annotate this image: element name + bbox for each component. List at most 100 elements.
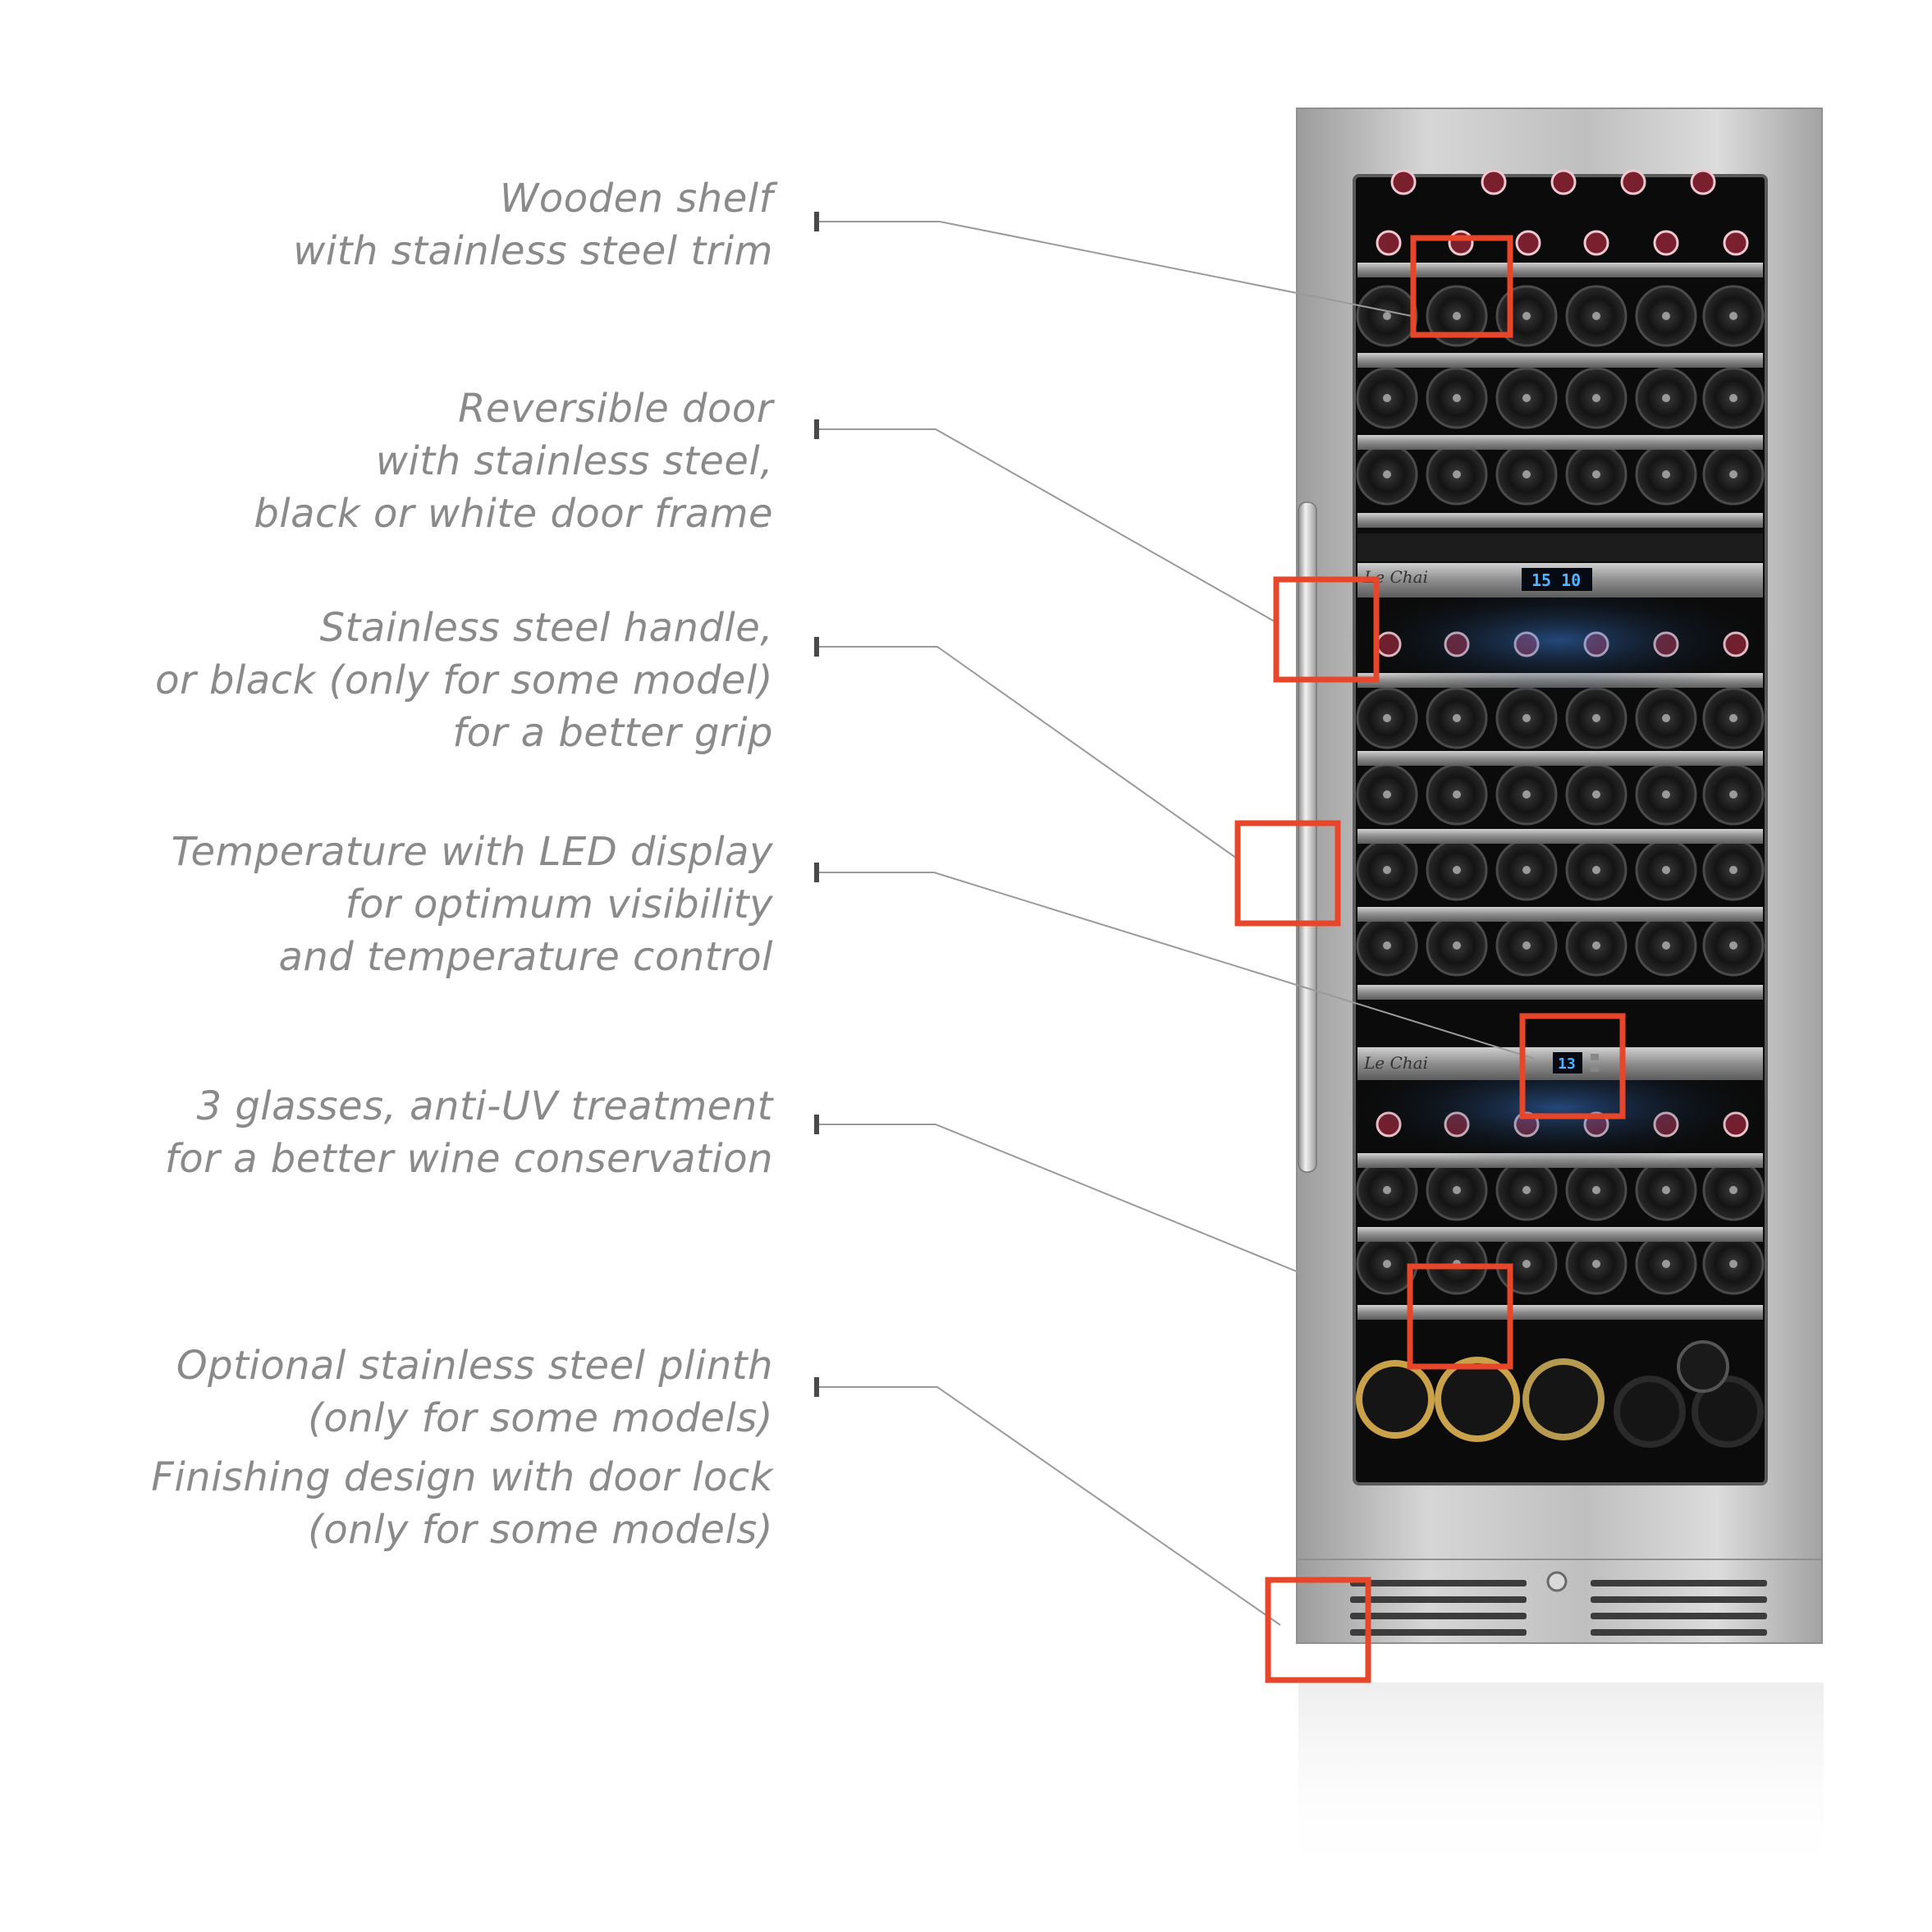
bottle-capsule <box>1690 169 1716 195</box>
bottle-punt <box>1729 394 1737 402</box>
upper-led-display: 15 10 <box>1531 570 1581 590</box>
bottle-punt <box>1729 790 1737 799</box>
bottle-punt <box>1729 470 1737 478</box>
bottle-punt <box>1662 394 1670 402</box>
highlight-box <box>1234 820 1341 927</box>
bottle-capsule <box>1583 230 1609 256</box>
large-bottle <box>1614 1376 1686 1448</box>
label-reversible-door: Reversible door with stainless steel, bl… <box>254 386 773 537</box>
bottle-punt <box>1522 866 1531 874</box>
bottle-punt <box>1522 1186 1531 1194</box>
leader-tick <box>814 1115 819 1134</box>
bottle-punt <box>1383 312 1391 320</box>
bottle-punt <box>1383 714 1391 722</box>
bottle-capsule <box>1448 230 1474 256</box>
vent-slot <box>1350 1613 1527 1619</box>
bottle-punt <box>1662 790 1670 799</box>
large-bottle <box>1692 1376 1764 1448</box>
floor-reflection <box>1298 1682 1824 1879</box>
bottle-punt <box>1383 1186 1391 1194</box>
brand-label-lower: Le Chai <box>1363 1053 1428 1073</box>
bottle-punt <box>1592 790 1600 799</box>
bottle-capsule <box>1481 169 1507 195</box>
bottle-capsule <box>1550 169 1577 195</box>
label-handle: Stainless steel handle, or black (only f… <box>155 605 773 756</box>
plinth <box>1296 1559 1823 1644</box>
label-wooden-shelf: Wooden shelf with stainless steel trim <box>293 176 773 274</box>
large-bottle <box>1435 1357 1520 1442</box>
leader-line <box>819 1124 1299 1273</box>
bottle-punt <box>1453 941 1461 950</box>
bottle-punt <box>1522 941 1531 950</box>
leader-lines <box>814 212 1536 1626</box>
leader-line <box>819 428 1280 625</box>
bottle-punt <box>1729 941 1737 950</box>
standing-bottle <box>1677 1340 1729 1393</box>
bottle-punt <box>1453 312 1461 320</box>
leader-line <box>819 872 1536 1060</box>
bottle-punt <box>1592 714 1600 722</box>
highlight-box <box>1273 576 1380 683</box>
leader-tick <box>814 863 819 882</box>
leader-line <box>819 221 1412 317</box>
shelf-trim <box>1357 985 1763 1000</box>
bottle-punt <box>1522 1260 1531 1268</box>
bottle-punt <box>1729 1260 1737 1268</box>
bottle-punt <box>1453 1186 1461 1194</box>
bottle-punt <box>1383 394 1391 402</box>
upper-control-panel: Le Chai 15 10 <box>1357 533 1763 597</box>
lower-control-panel: Le Chai 13 <box>1357 1047 1763 1080</box>
bottle-punt <box>1522 470 1531 478</box>
leader-line <box>819 646 1240 861</box>
vent-slot <box>1591 1629 1767 1636</box>
bottle-punt <box>1522 714 1531 722</box>
temp-down-button[interactable] <box>1591 1065 1599 1072</box>
bottle-punt <box>1729 714 1737 722</box>
vent-slot <box>1591 1580 1767 1586</box>
bottle-punt <box>1383 790 1391 799</box>
leader-tick <box>814 212 819 231</box>
bottle-punt <box>1662 1260 1670 1268</box>
highlight-box <box>1519 1013 1626 1119</box>
shelf-trim <box>1357 353 1763 368</box>
leader-tick <box>814 1377 819 1397</box>
bottle-punt <box>1662 1186 1670 1194</box>
bottle-punt <box>1662 941 1670 950</box>
bottle-punt <box>1729 1186 1737 1194</box>
vent-slot <box>1350 1629 1527 1636</box>
bottle-punt <box>1592 1186 1600 1194</box>
shelf-trim <box>1357 1227 1763 1242</box>
bottle-punt <box>1592 941 1600 950</box>
bottle-punt <box>1729 312 1737 320</box>
leader-tick <box>814 419 819 439</box>
bottle-punt <box>1662 470 1670 478</box>
shelf-trim <box>1357 907 1763 922</box>
bottle-punt <box>1453 470 1461 478</box>
shelf-trim <box>1357 513 1763 528</box>
bottle-punt <box>1662 866 1670 874</box>
shelf-trim <box>1357 435 1763 450</box>
bottle-punt <box>1592 394 1600 402</box>
shelf-trim <box>1357 263 1763 277</box>
bottle-punt <box>1729 866 1737 874</box>
bottle-punt <box>1383 470 1391 478</box>
door-lock[interactable] <box>1546 1571 1568 1592</box>
bottle-punt <box>1453 394 1461 402</box>
bottle-punt <box>1522 394 1531 402</box>
bottle-punt <box>1522 312 1531 320</box>
bottle-punt <box>1662 312 1670 320</box>
bottle-capsule <box>1390 169 1417 195</box>
large-bottle <box>1356 1360 1435 1439</box>
temp-up-button[interactable] <box>1591 1054 1599 1060</box>
vent-slot <box>1350 1580 1527 1586</box>
plinth-vents <box>1350 1580 1767 1636</box>
vent-slot <box>1591 1613 1767 1619</box>
shelf-trim <box>1357 751 1763 766</box>
highlight-box <box>1407 1263 1513 1370</box>
bottle-punt <box>1592 1260 1600 1268</box>
bottle-capsule <box>1376 230 1402 256</box>
bottle-punt <box>1522 790 1531 799</box>
door-handle[interactable] <box>1298 501 1317 1173</box>
